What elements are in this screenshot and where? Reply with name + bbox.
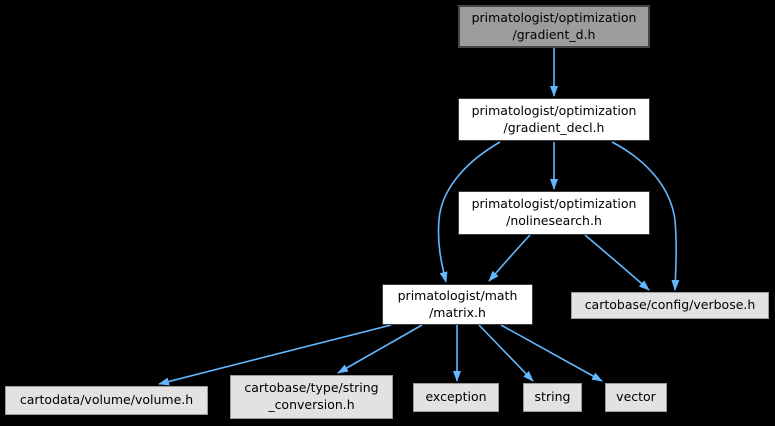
edge-gradient_decl-verbose: [611, 141, 680, 291]
node-volume-header: cartodata/volume/volume.h: [5, 386, 208, 415]
edge-matrix-vector: [500, 324, 603, 382]
edge-matrix-strconv: [337, 324, 423, 374]
node-matrix-header[interactable]: primatologist/math /matrix.h: [382, 284, 533, 325]
edge-gradient_decl-matrix: [437, 141, 501, 283]
node-string-header: string: [523, 383, 582, 412]
node-verbose-header: cartobase/config/verbose.h: [571, 292, 769, 319]
node-gradient_decl-header[interactable]: primatologist/optimization /gradient_dec…: [458, 98, 650, 141]
edge-nolinesearch-matrix: [488, 234, 531, 282]
node-gradient_d-header: primatologist/optimization /gradient_d.h: [458, 5, 650, 48]
node-nolinesearch-header[interactable]: primatologist/optimization /nolinesearch…: [458, 191, 650, 235]
node-string-conversion-header: cartobase/type/string _conversion.h: [230, 375, 393, 419]
node-exception-header: exception: [413, 383, 499, 412]
edge-matrix-string: [478, 324, 534, 382]
node-vector-header: vector: [605, 383, 667, 412]
edge-nolinesearch-verbose: [584, 234, 650, 291]
edge-matrix-volume: [158, 324, 392, 386]
